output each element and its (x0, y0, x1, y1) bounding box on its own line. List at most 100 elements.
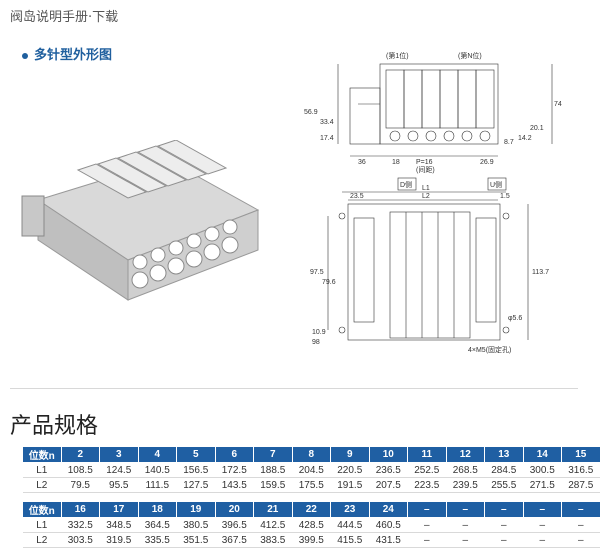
n-cell: 14 (522, 446, 562, 463)
dim-97-5: 97.5 (310, 269, 324, 276)
value-cell: – (484, 532, 523, 548)
d-side-label: D侧 (400, 180, 412, 189)
n-cell: 10 (368, 446, 408, 463)
value-cell: 415.5 (330, 532, 369, 548)
n-cell: 20 (214, 501, 254, 518)
n-cell: 22 (291, 501, 331, 518)
n-cell: – (445, 501, 485, 518)
dim-l1: L1 (422, 185, 430, 192)
value-cell: 396.5 (215, 517, 254, 533)
table-row: L1 332.5 348.5 364.5 380.5 396.5 412.5 4… (22, 517, 600, 533)
value-cell: 207.5 (369, 477, 408, 493)
dim-20-1: 20.1 (530, 125, 544, 132)
row-label: L2 (22, 532, 61, 548)
n-cell: 16 (60, 501, 100, 518)
dim-26-9: 26.9 (480, 159, 494, 166)
dim-98: 98 (312, 339, 320, 346)
value-cell: 172.5 (215, 462, 254, 478)
outline-drawing: (第1位) (第N位) P=16 (间距) 74 56.9 33.4 17.4 … (304, 51, 562, 354)
value-cell: 351.5 (176, 532, 215, 548)
value-cell: 383.5 (253, 532, 292, 548)
n-cell: 5 (176, 446, 216, 463)
value-cell: 175.5 (292, 477, 331, 493)
n-cell: 2 (60, 446, 100, 463)
value-cell: 95.5 (99, 477, 138, 493)
value-cell: – (523, 532, 562, 548)
dim-17-4: 17.4 (320, 135, 334, 142)
value-cell: – (523, 517, 562, 533)
n-cell: 19 (176, 501, 216, 518)
spec-table-2: 位数n 16 17 18 19 20 21 22 23 24 – – – – –… (22, 501, 601, 548)
value-cell: 303.5 (61, 532, 100, 548)
n-cell: 8 (291, 446, 331, 463)
n-cell: – (561, 501, 601, 518)
dim-1-5: 1.5 (500, 193, 510, 200)
diameter-label: φ5.6 (508, 315, 522, 322)
dim-79-6: 79.6 (322, 279, 336, 286)
value-cell: 255.5 (484, 477, 523, 493)
dim-36: 36 (358, 159, 366, 166)
breadcrumb[interactable]: 阀岛说明手册·下载 (10, 10, 119, 25)
pitch-label: P=16 (416, 159, 433, 166)
n-cell: 23 (330, 501, 370, 518)
value-cell: 220.5 (330, 462, 369, 478)
dim-14-2: 14.2 (518, 135, 532, 142)
value-cell: 431.5 (369, 532, 408, 548)
dim-56-9: 56.9 (304, 109, 318, 116)
value-cell: – (407, 532, 446, 548)
row-header: 位数n (22, 446, 62, 463)
value-cell: 287.5 (561, 477, 600, 493)
value-cell: 236.5 (369, 462, 408, 478)
row-label: L2 (22, 477, 61, 493)
value-cell: 316.5 (561, 462, 600, 478)
n-cell: 9 (330, 446, 370, 463)
u-side-label: U侧 (490, 180, 502, 189)
dim-8-7: 8.7 (504, 139, 514, 146)
row-label: L1 (22, 517, 61, 533)
n-cell: 17 (99, 501, 139, 518)
pitch-note: (间距) (416, 166, 435, 174)
spec-table-1: 位数n 2 3 4 5 6 7 8 9 10 11 12 13 14 15 L1… (22, 446, 601, 493)
value-cell: – (561, 517, 600, 533)
table-row: L2 79.5 95.5 111.5 127.5 143.5 159.5 175… (22, 477, 600, 493)
value-cell: 143.5 (215, 477, 254, 493)
table-row: L2 303.5 319.5 335.5 351.5 367.5 383.5 3… (22, 532, 600, 548)
row-label: L1 (22, 462, 61, 478)
value-cell: 140.5 (138, 462, 177, 478)
dim-10-9: 10.9 (312, 329, 326, 336)
table-header-row: 位数n 16 17 18 19 20 21 22 23 24 – – – – – (22, 501, 601, 518)
n-cell: – (522, 501, 562, 518)
bullet-icon (22, 52, 28, 59)
section-title-text: 多针型外形图 (34, 48, 113, 63)
value-cell: 380.5 (176, 517, 215, 533)
n-cell: 11 (407, 446, 447, 463)
value-cell: 204.5 (292, 462, 331, 478)
spec-title: 产品规格 (10, 414, 99, 439)
value-cell: 159.5 (253, 477, 292, 493)
dim-113-7: 113.7 (532, 269, 549, 276)
product-photo (21, 140, 260, 301)
n-cell: 6 (214, 446, 254, 463)
value-cell: – (561, 532, 600, 548)
value-cell: 335.5 (138, 532, 177, 548)
n-cell: 4 (137, 446, 177, 463)
value-cell: 412.5 (253, 517, 292, 533)
value-cell: – (484, 517, 523, 533)
mount-hole-label: 4×M5(固定孔) (468, 345, 511, 354)
n-cell: 13 (484, 446, 524, 463)
value-cell: 191.5 (330, 477, 369, 493)
dim-74: 74 (554, 101, 562, 108)
n-cell: – (407, 501, 447, 518)
value-cell: 367.5 (215, 532, 254, 548)
value-cell: 460.5 (369, 517, 408, 533)
n-cell: 21 (253, 501, 293, 518)
value-cell: 271.5 (523, 477, 562, 493)
table-row: L1 108.5 124.5 140.5 156.5 172.5 188.5 2… (22, 462, 600, 478)
value-cell: – (446, 532, 485, 548)
value-cell: 332.5 (61, 517, 100, 533)
dim-23-5: 23.5 (350, 193, 364, 200)
value-cell: 428.5 (292, 517, 331, 533)
value-cell: 239.5 (446, 477, 485, 493)
section-title: 多针型外形图 (22, 44, 112, 63)
value-cell: 188.5 (253, 462, 292, 478)
